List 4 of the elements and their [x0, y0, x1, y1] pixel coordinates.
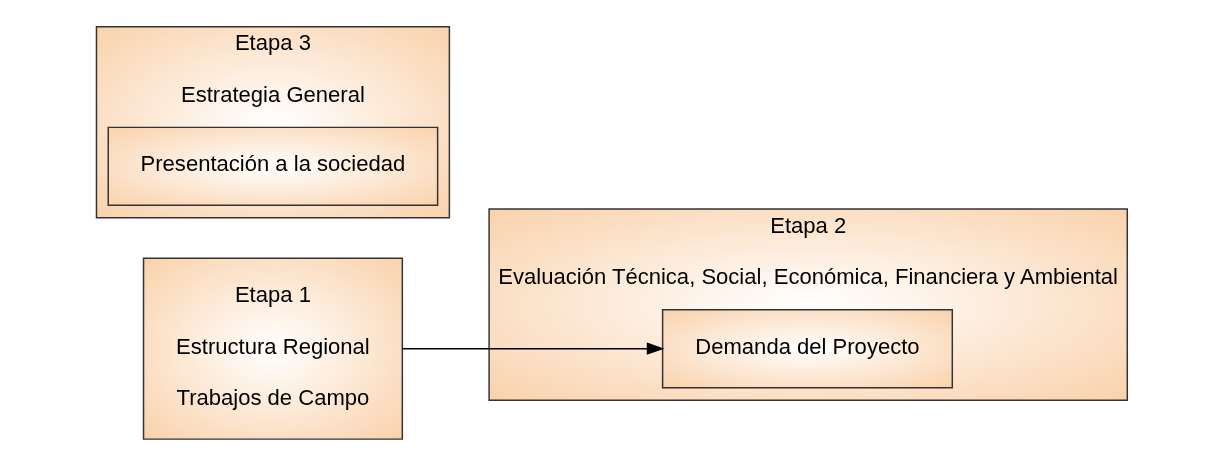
node-box: Presentación a la sociedad: [107, 126, 439, 206]
node-box: Demanda del Proyecto: [661, 308, 954, 388]
node-box: Etapa 1 Estructura Regional Trabajos de Campo: [142, 257, 404, 440]
arrow: [401, 342, 665, 355]
